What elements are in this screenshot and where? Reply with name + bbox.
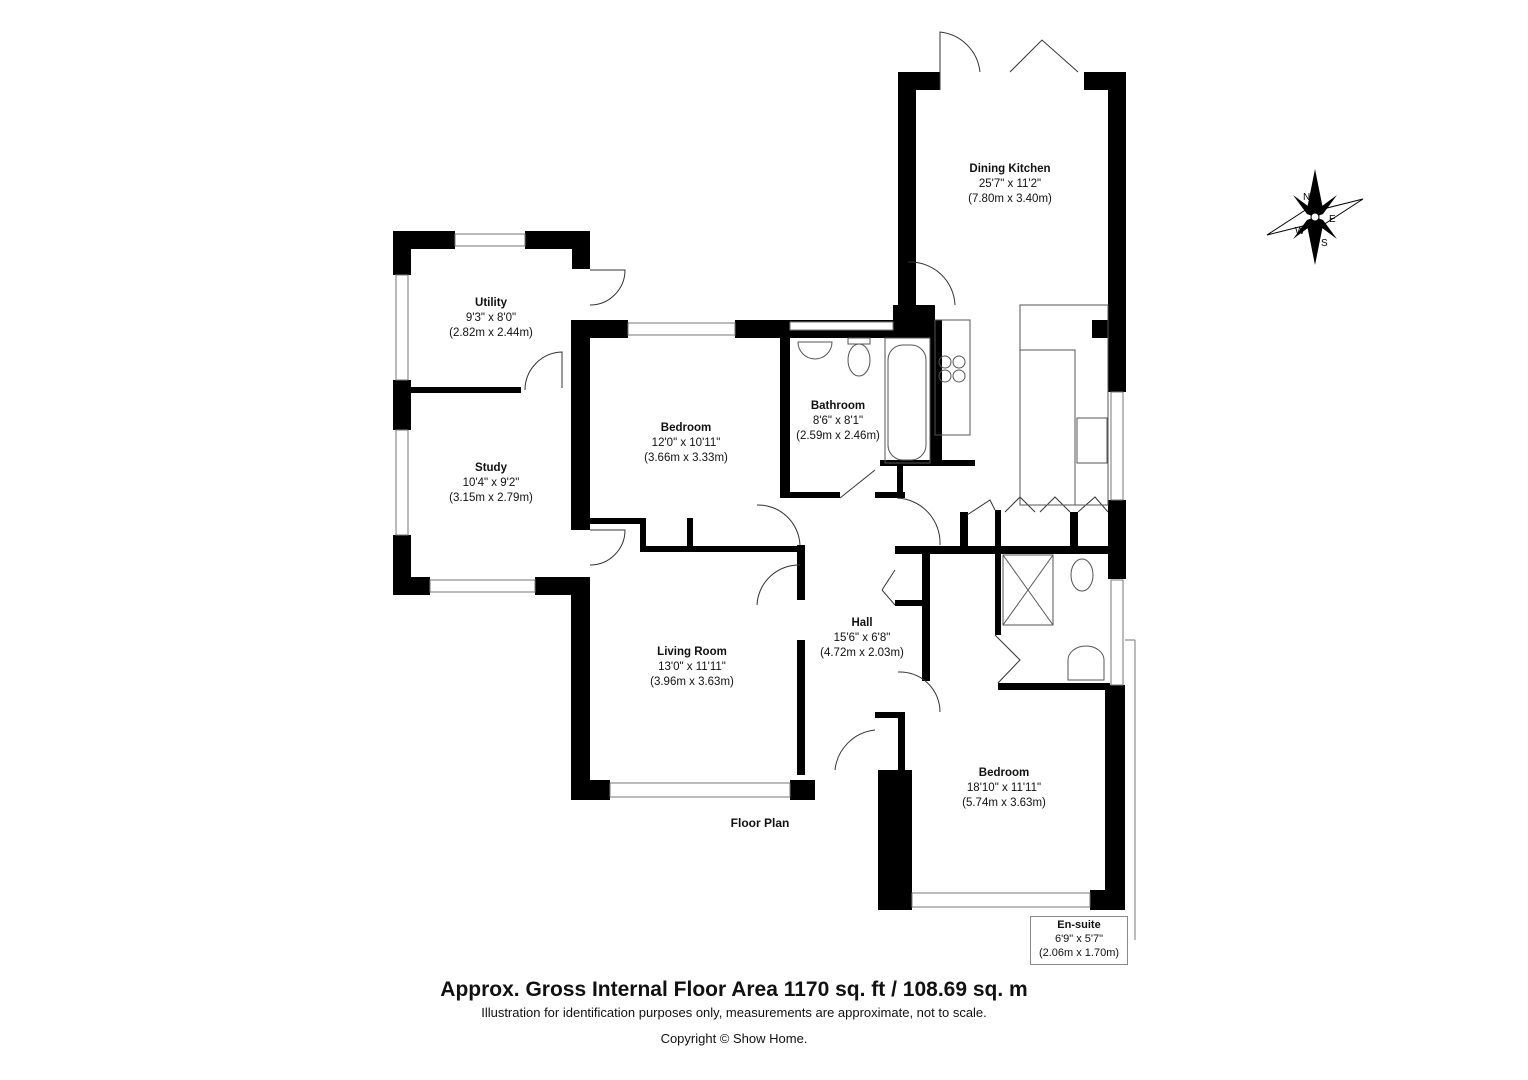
room-label-en-suite: En-suite 6'9" x 5'7" (2.06m x 1.70m) bbox=[1030, 916, 1128, 965]
room-label-study: Study 10'4" x 9'2" (3.15m x 2.79m) bbox=[449, 461, 533, 506]
compass-s: S bbox=[1321, 238, 1328, 249]
room-label-hall: Hall 15'6" x 6'8" (4.72m x 2.03m) bbox=[820, 616, 904, 661]
room-name: En-suite bbox=[1057, 919, 1101, 931]
room-size-imperial: 10'4" x 9'2" bbox=[462, 477, 520, 489]
room-size-imperial: 15'6" x 6'8" bbox=[833, 632, 891, 644]
room-size-imperial: 8'6" x 8'1" bbox=[812, 415, 864, 427]
room-size-metric: (2.06m x 1.70m) bbox=[1038, 947, 1120, 959]
room-name: Bathroom bbox=[810, 400, 866, 412]
room-size-imperial: 12'0" x 10'11" bbox=[651, 437, 721, 449]
room-size-metric: (3.96m x 3.63m) bbox=[650, 676, 734, 688]
copyright: Copyright © Show Home. bbox=[660, 1031, 808, 1046]
floor-label: Floor Plan bbox=[730, 816, 790, 830]
compass-w: W bbox=[1295, 226, 1305, 237]
room-label-bedroom-2: Bedroom 18'10" x 11'11" (5.74m x 3.63m) bbox=[962, 766, 1046, 811]
fixtures bbox=[797, 304, 1109, 681]
compass-e: E bbox=[1329, 214, 1336, 225]
disclaimer: Illustration for identification purposes… bbox=[481, 1005, 987, 1020]
room-size-imperial: 6'9" x 5'7" bbox=[1054, 933, 1104, 945]
doors bbox=[524, 31, 1109, 771]
gross-area: Approx. Gross Internal Floor Area 1170 s… bbox=[440, 978, 1028, 1001]
compass-rose: N E S W bbox=[1266, 169, 1364, 265]
room-size-imperial: 25'7" x 11'2" bbox=[978, 178, 1042, 190]
room-size-imperial: 13'0" x 11'11" bbox=[658, 661, 726, 673]
room-size-metric: (4.72m x 2.03m) bbox=[820, 647, 904, 659]
room-size-imperial: 9'3" x 8'0" bbox=[465, 312, 517, 324]
room-name: Bedroom bbox=[978, 767, 1030, 779]
room-size-metric: (5.74m x 3.63m) bbox=[962, 797, 1046, 809]
room-name: Utility bbox=[475, 297, 507, 309]
room-name: Study bbox=[475, 462, 507, 474]
room-size-metric: (2.82m x 2.44m) bbox=[449, 327, 533, 339]
windows bbox=[395, 233, 1136, 940]
room-size-metric: (2.59m x 2.46m) bbox=[796, 430, 880, 442]
room-label-utility: Utility 9'3" x 8'0" (2.82m x 2.44m) bbox=[449, 296, 533, 341]
room-name: Living Room bbox=[657, 646, 727, 658]
compass-n: N bbox=[1303, 192, 1310, 203]
room-size-metric: (3.15m x 2.79m) bbox=[449, 492, 533, 504]
room-name: Bedroom bbox=[660, 422, 712, 434]
room-label-bathroom: Bathroom 8'6" x 8'1" (2.59m x 2.46m) bbox=[796, 399, 880, 444]
room-label-dining-kitchen: Dining Kitchen 25'7" x 11'2" (7.80m x 3.40… bbox=[968, 162, 1052, 207]
room-size-metric: (7.80m x 3.40m) bbox=[968, 193, 1052, 205]
room-name: Dining Kitchen bbox=[969, 163, 1051, 175]
walls bbox=[393, 72, 1126, 910]
room-size-imperial: 18'10" x 11'11" bbox=[966, 782, 1042, 794]
room-size-metric: (3.66m x 3.33m) bbox=[644, 452, 728, 464]
room-label-bedroom-1: Bedroom 12'0" x 10'11" (3.66m x 3.33m) bbox=[644, 421, 728, 466]
room-name: Hall bbox=[851, 617, 873, 629]
room-label-living-room: Living Room 13'0" x 11'11" (3.96m x 3.63m) bbox=[650, 645, 734, 690]
